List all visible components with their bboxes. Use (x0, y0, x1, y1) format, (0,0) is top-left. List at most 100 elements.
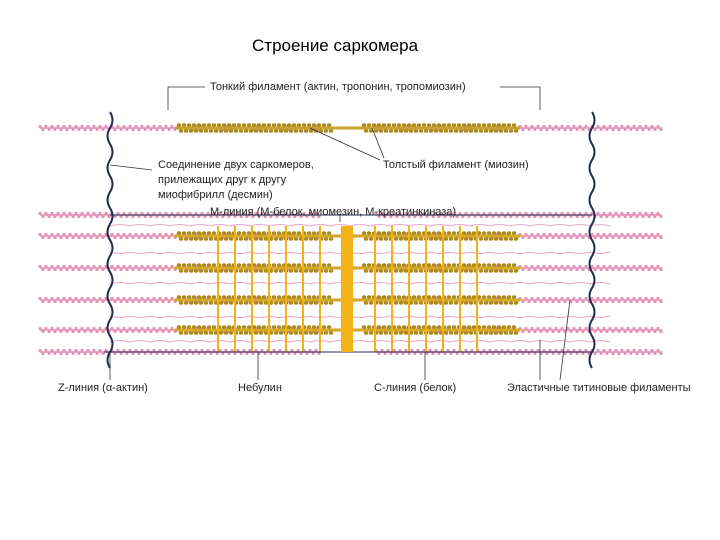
actin-right-4-bead (560, 296, 564, 301)
actin-left-1-bead (95, 214, 99, 219)
actin-left-6-bead (101, 351, 105, 356)
actin-left-6-bead (50, 348, 54, 353)
actin-right-2-bead (593, 235, 597, 240)
myosin-0-head (243, 237, 249, 241)
actin-right-6-bead (434, 348, 438, 353)
actin-right-1-bead (464, 211, 468, 216)
actin-left-2-bead (161, 235, 165, 240)
actin-right-1-bead (431, 214, 435, 219)
myosin-0-head (446, 231, 452, 235)
actin-left-2-bead (167, 235, 171, 240)
myosin-top-head (291, 123, 297, 127)
actin-left-5-bead (80, 326, 84, 331)
actin-left-1-bead (272, 211, 276, 216)
actin-left-3-bead (50, 264, 54, 269)
myosin-top-head (211, 123, 217, 127)
actin-left-1-bead (245, 214, 249, 219)
actin-right-6-bead (467, 351, 471, 356)
actin-right-3-bead (623, 267, 627, 272)
actin-left-5-bead (152, 326, 156, 331)
myosin-0-head (328, 237, 334, 241)
actin-right-1-bead (413, 214, 417, 219)
myosin-top-head (293, 129, 299, 133)
myosin-3-head (188, 331, 194, 335)
actin-left-4-bead (119, 299, 123, 304)
myosin-1-head (396, 263, 402, 267)
actin-right-1-bead (647, 214, 651, 219)
myosin-1-head (188, 269, 194, 273)
actin-left-6-bead (41, 351, 45, 356)
actin-left-1-bead (152, 211, 156, 216)
actin-left-6-bead (62, 348, 66, 353)
myosin-2-head (483, 301, 489, 305)
actin-left-0-bead (41, 127, 45, 132)
myosin-top-head (383, 129, 389, 133)
myosin-1-head (186, 263, 192, 267)
myosin-3-head (431, 325, 437, 329)
myosin-2-head (223, 301, 229, 305)
actin-right-1-bead (410, 211, 414, 216)
actin-right-3-bead (560, 264, 564, 269)
actin-right-6-bead (464, 348, 468, 353)
myosin-0-head (203, 237, 209, 241)
actin-right-1-bead (539, 214, 543, 219)
actin-right-6-bead (575, 351, 579, 356)
actin-left-3-bead (167, 267, 171, 272)
myosin-2-head (246, 295, 252, 299)
actin-right-6-bead (644, 348, 648, 353)
actin-right-0-bead (599, 127, 603, 132)
actin-right-4-bead (554, 296, 558, 301)
actin-right-0-bead (539, 127, 543, 132)
myosin-2-head (376, 295, 382, 299)
myosin-top-head (421, 123, 427, 127)
myosin-0-head (323, 237, 329, 241)
myosin-0-head (508, 237, 514, 241)
myosin-top-head (508, 129, 514, 133)
actin-right-6-bead (389, 351, 393, 356)
actin-right-1-bead (569, 214, 573, 219)
actin-left-5-bead (155, 329, 159, 334)
myosin-2-head (313, 301, 319, 305)
myosin-1-head (431, 263, 437, 267)
myosin-2-head (186, 295, 192, 299)
myosin-0-head (218, 237, 224, 241)
actin-right-6-bead (578, 348, 582, 353)
myosin-0-head (378, 237, 384, 241)
actin-right-5-bead (656, 326, 660, 331)
actin-left-2-bead (131, 235, 135, 240)
myosin-0-head (496, 231, 502, 235)
actin-left-1-bead (170, 211, 174, 216)
myosin-1-head (296, 263, 302, 267)
actin-left-5-bead (77, 329, 81, 334)
actin-right-4-bead (605, 299, 609, 304)
actin-left-1-bead (134, 211, 138, 216)
myosin-top-head (446, 123, 452, 127)
actin-left-0-bead (47, 127, 51, 132)
actin-left-6-bead (71, 351, 75, 356)
myosin-3-head (328, 331, 334, 335)
actin-left-1-bead (275, 214, 279, 219)
myosin-1-head (393, 269, 399, 273)
myosin-3-head (303, 331, 309, 335)
myosin-0-head (193, 237, 199, 241)
actin-right-1-bead (530, 211, 534, 216)
actin-right-6-bead (383, 351, 387, 356)
myosin-2-head (291, 295, 297, 299)
actin-left-3-bead (101, 267, 105, 272)
actin-left-0-bead (143, 127, 147, 132)
myosin-0-head (376, 231, 382, 235)
myosin-2-head (308, 301, 314, 305)
actin-right-0-bead (602, 124, 606, 129)
myosin-top-head (301, 123, 307, 127)
actin-right-1-bead (425, 214, 429, 219)
actin-right-1-bead (476, 211, 480, 216)
myosin-2-head (393, 301, 399, 305)
leader-thick-right (371, 127, 385, 159)
myosin-3-head (361, 325, 367, 329)
actin-left-6-bead (314, 348, 318, 353)
actin-right-2-bead (647, 235, 651, 240)
actin-left-1-bead (293, 214, 297, 219)
actin-right-1-bead (578, 211, 582, 216)
myosin-3-head (366, 325, 372, 329)
myosin-top-head (478, 129, 484, 133)
